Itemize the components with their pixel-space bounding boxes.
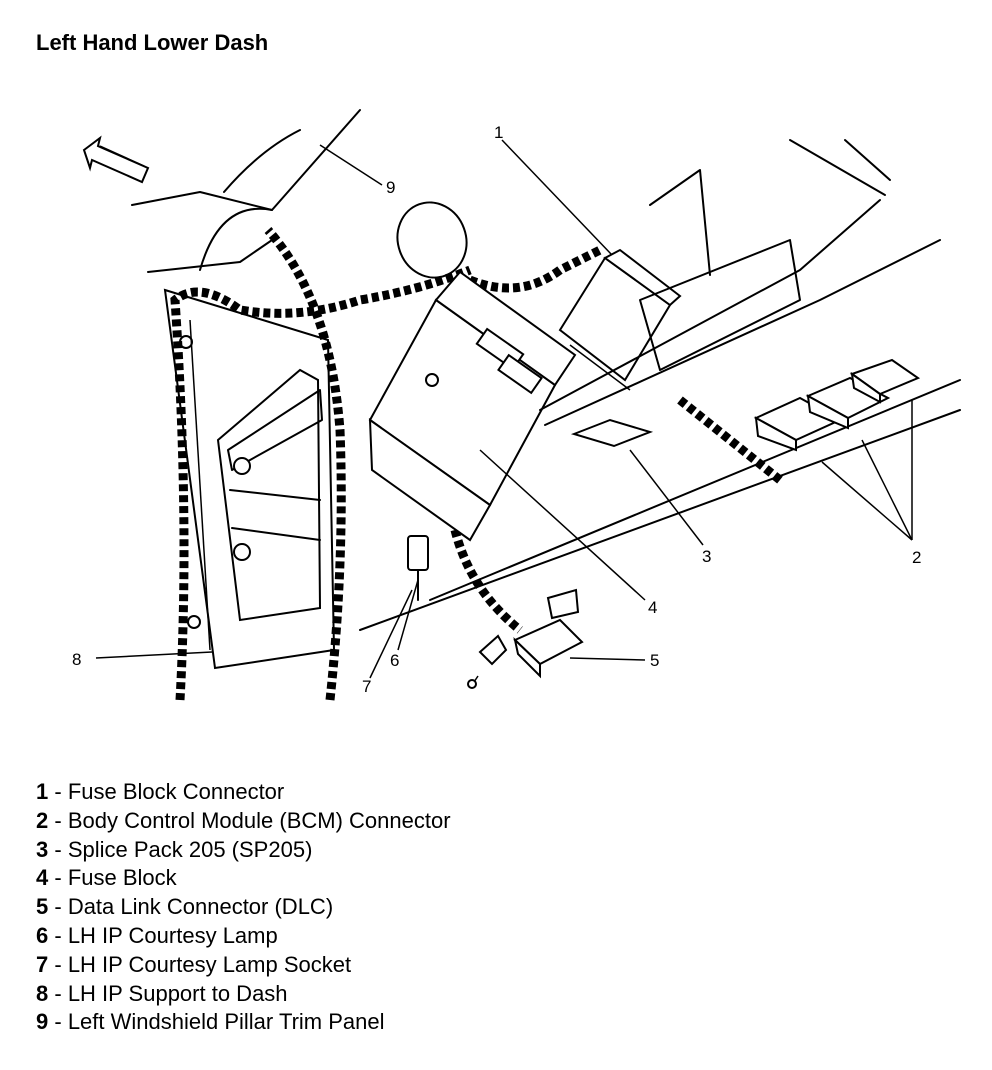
legend-number: 3 xyxy=(36,836,49,862)
round-cover xyxy=(396,201,468,279)
legend-number: 9 xyxy=(36,1009,49,1035)
wiring-harness xyxy=(170,227,783,701)
callout-4: 4 xyxy=(648,598,657,617)
windshield-pillar-trim-panel xyxy=(131,109,361,273)
legend-number: 8 xyxy=(36,980,49,1006)
legend-number: 4 xyxy=(36,865,49,891)
legend-separator: - xyxy=(48,922,68,948)
legend-number: 2 xyxy=(36,807,49,833)
legend-separator: - xyxy=(48,865,68,891)
legend-label: LH IP Courtesy Lamp Socket xyxy=(67,951,352,977)
callout-3: 3 xyxy=(702,547,711,566)
legend-number: 7 xyxy=(36,951,49,977)
legend-item: 6 - LH IP Courtesy Lamp xyxy=(36,922,451,951)
legend-separator: - xyxy=(48,836,68,862)
data-link-connector xyxy=(467,588,584,689)
callout-6: 6 xyxy=(390,651,399,670)
legend-item: 5 - Data Link Connector (DLC) xyxy=(36,893,451,922)
legend-number: 1 xyxy=(36,779,49,804)
legend-item: 3 - Splice Pack 205 (SP205) xyxy=(36,836,451,865)
legend-separator: - xyxy=(48,779,68,804)
page-title: Left Hand Lower Dash xyxy=(36,30,269,55)
legend-number: 6 xyxy=(36,922,49,948)
legend-item: 7 - LH IP Courtesy Lamp Socket xyxy=(36,951,451,980)
legend-number: 5 xyxy=(36,894,49,920)
legend-item: 2 - Body Control Module (BCM) Connector xyxy=(36,807,451,836)
legend-label: Fuse Block Connector xyxy=(67,779,285,804)
legend-label: Body Control Module (BCM) Connector xyxy=(67,807,451,833)
fuse-block xyxy=(368,270,577,542)
legend-label: Fuse Block xyxy=(67,865,177,891)
legend-item: 1 - Fuse Block Connector xyxy=(36,778,451,807)
callout-9: 9 xyxy=(386,178,395,197)
dash-diagram: 1 2 3 4 5 6 7 8 9 xyxy=(72,109,961,701)
legend-label: Left Windshield Pillar Trim Panel xyxy=(67,1009,385,1035)
legend-list: 1 - Fuse Block Connector 2 - Body Contro… xyxy=(36,778,451,1037)
ip-carrier xyxy=(359,139,961,631)
callout-2: 2 xyxy=(912,548,921,567)
legend-item: 9 - Left Windshield Pillar Trim Panel xyxy=(36,1008,451,1037)
callout-5: 5 xyxy=(650,651,659,670)
legend-label: LH IP Support to Dash xyxy=(67,980,288,1006)
splice-pack xyxy=(570,418,654,448)
legend-item: 4 - Fuse Block xyxy=(36,864,451,893)
legend-separator: - xyxy=(48,807,68,833)
lh-ip-support-panel xyxy=(163,288,336,670)
callout-8: 8 xyxy=(72,650,81,669)
legend-separator: - xyxy=(48,894,68,920)
legend-separator: - xyxy=(48,1009,68,1035)
legend-separator: - xyxy=(48,951,68,977)
forward-arrow-icon xyxy=(82,135,150,184)
callout-1: 1 xyxy=(494,123,503,142)
legend-label: Data Link Connector (DLC) xyxy=(67,894,334,920)
courtesy-lamp xyxy=(407,535,429,601)
legend-separator: - xyxy=(48,980,68,1006)
legend-label: Splice Pack 205 (SP205) xyxy=(67,836,313,862)
bcm-connectors xyxy=(753,358,921,452)
legend-label: LH IP Courtesy Lamp xyxy=(67,922,278,948)
leader-lines xyxy=(95,139,913,679)
callout-7: 7 xyxy=(362,677,371,696)
legend-item: 8 - LH IP Support to Dash xyxy=(36,980,451,1009)
